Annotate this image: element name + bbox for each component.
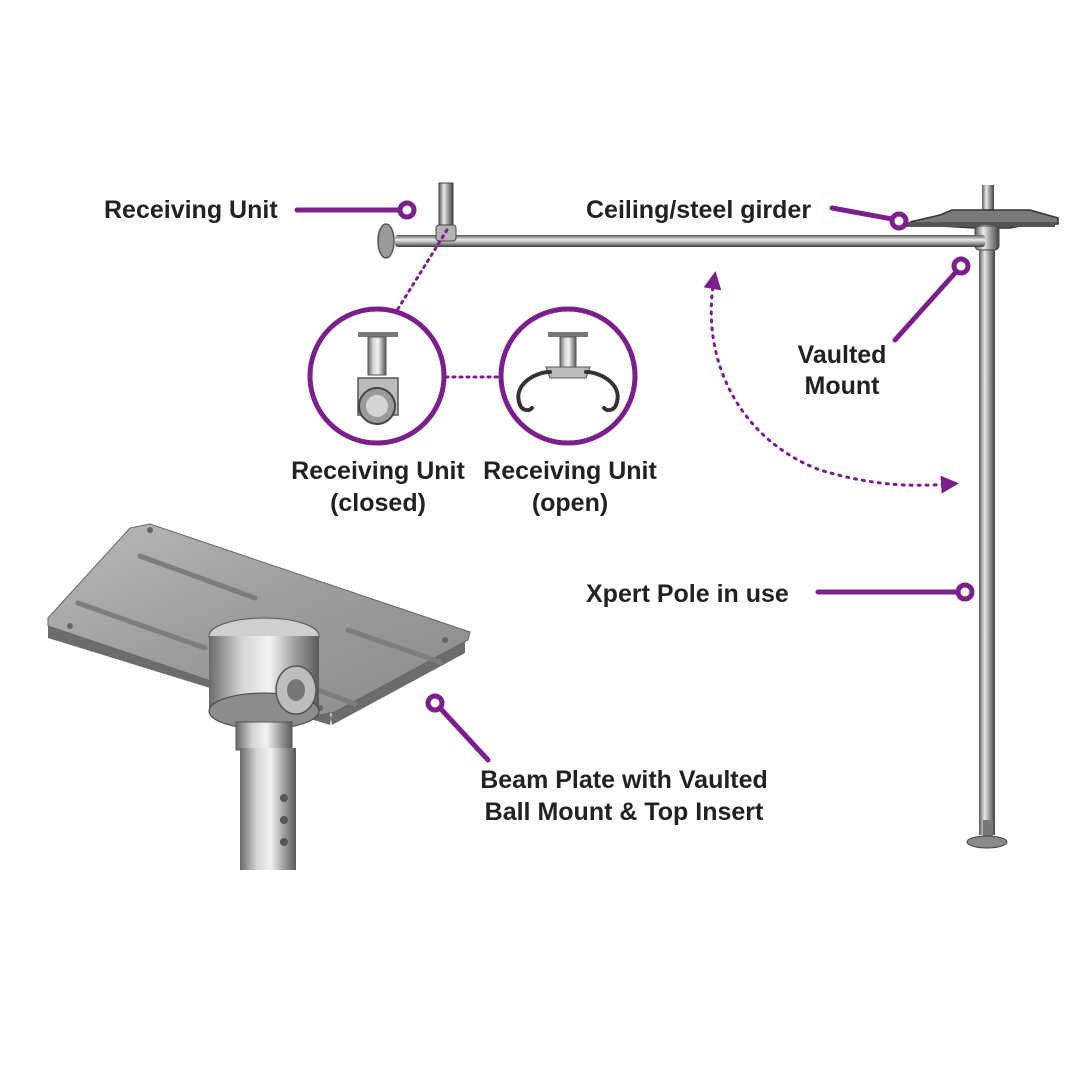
label-receiving-open-line2: (open) — [532, 489, 608, 517]
detail-circle-closed — [307, 306, 447, 446]
beam-plate-hole — [147, 527, 153, 533]
beam-plate-hole — [67, 623, 73, 629]
top-insert-collar — [235, 721, 293, 751]
beam-plate-assembly — [47, 523, 471, 870]
ball-mount-knob-center — [287, 679, 305, 701]
vertical-pole — [979, 225, 995, 835]
callout-ceiling-line — [829, 205, 895, 222]
receiving-unit-closed-icon — [357, 332, 399, 425]
dotted-connector-receiving — [394, 228, 449, 314]
horizontal-arm — [377, 182, 985, 259]
label-ceiling-girder: Ceiling/steel girder — [586, 196, 811, 224]
label-receiving-closed-line2: (closed) — [330, 489, 426, 517]
label-xpert-pole: Xpert Pole in use — [586, 580, 789, 608]
callout-vaulted-mount-line — [892, 269, 959, 343]
callout-beam-plate-line — [437, 705, 491, 763]
top-insert-screw — [280, 838, 288, 846]
beam-plate-hole — [442, 637, 448, 643]
callout-receiving-unit-dot — [397, 200, 417, 220]
callout-ceiling-dot — [889, 211, 909, 231]
callout-vaulted-mount-dot — [951, 256, 971, 276]
horizontal-pole — [395, 235, 985, 247]
top-insert-screw — [280, 794, 288, 802]
label-beam-plate-line1: Beam Plate with Vaulted — [480, 766, 768, 794]
detail-receiving-unit-closed — [307, 306, 447, 446]
detail-receiving-unit-open — [498, 306, 638, 446]
arm-end-cap — [377, 223, 395, 259]
label-vaulted-mount-line2: Mount — [805, 372, 881, 400]
callout-beam-plate-dot — [425, 693, 445, 713]
label-receiving-closed-line1: Receiving Unit — [291, 457, 465, 485]
labels: Receiving Unit Ceiling/steel girder Vaul… — [104, 196, 886, 826]
beam-plate-slot — [75, 600, 208, 651]
beam-plate-slot — [345, 627, 443, 665]
callout-xpert-pole-dot — [955, 582, 975, 602]
receiving-unit-post — [438, 182, 454, 229]
ceiling-clamp-bar — [905, 222, 1055, 227]
label-receiving-open-line1: Receiving Unit — [483, 457, 657, 485]
xpert-pole-assembly — [905, 185, 1059, 849]
pole-base-collar — [983, 820, 993, 840]
beam-plate-slot — [137, 553, 258, 601]
label-vaulted-mount-line1: Vaulted — [798, 341, 887, 369]
beam-plate-edge — [48, 625, 465, 725]
label-beam-plate-line2: Ball Mount & Top Insert — [485, 798, 764, 826]
pole-base-plate — [966, 835, 1008, 849]
label-receiving-unit: Receiving Unit — [104, 196, 278, 224]
receiving-unit-open-icon — [516, 332, 620, 413]
top-insert-screw — [280, 816, 288, 824]
curved-arrow-icon — [703, 271, 959, 494]
beam-plate-slot — [315, 687, 358, 707]
top-insert-tube — [240, 748, 296, 870]
